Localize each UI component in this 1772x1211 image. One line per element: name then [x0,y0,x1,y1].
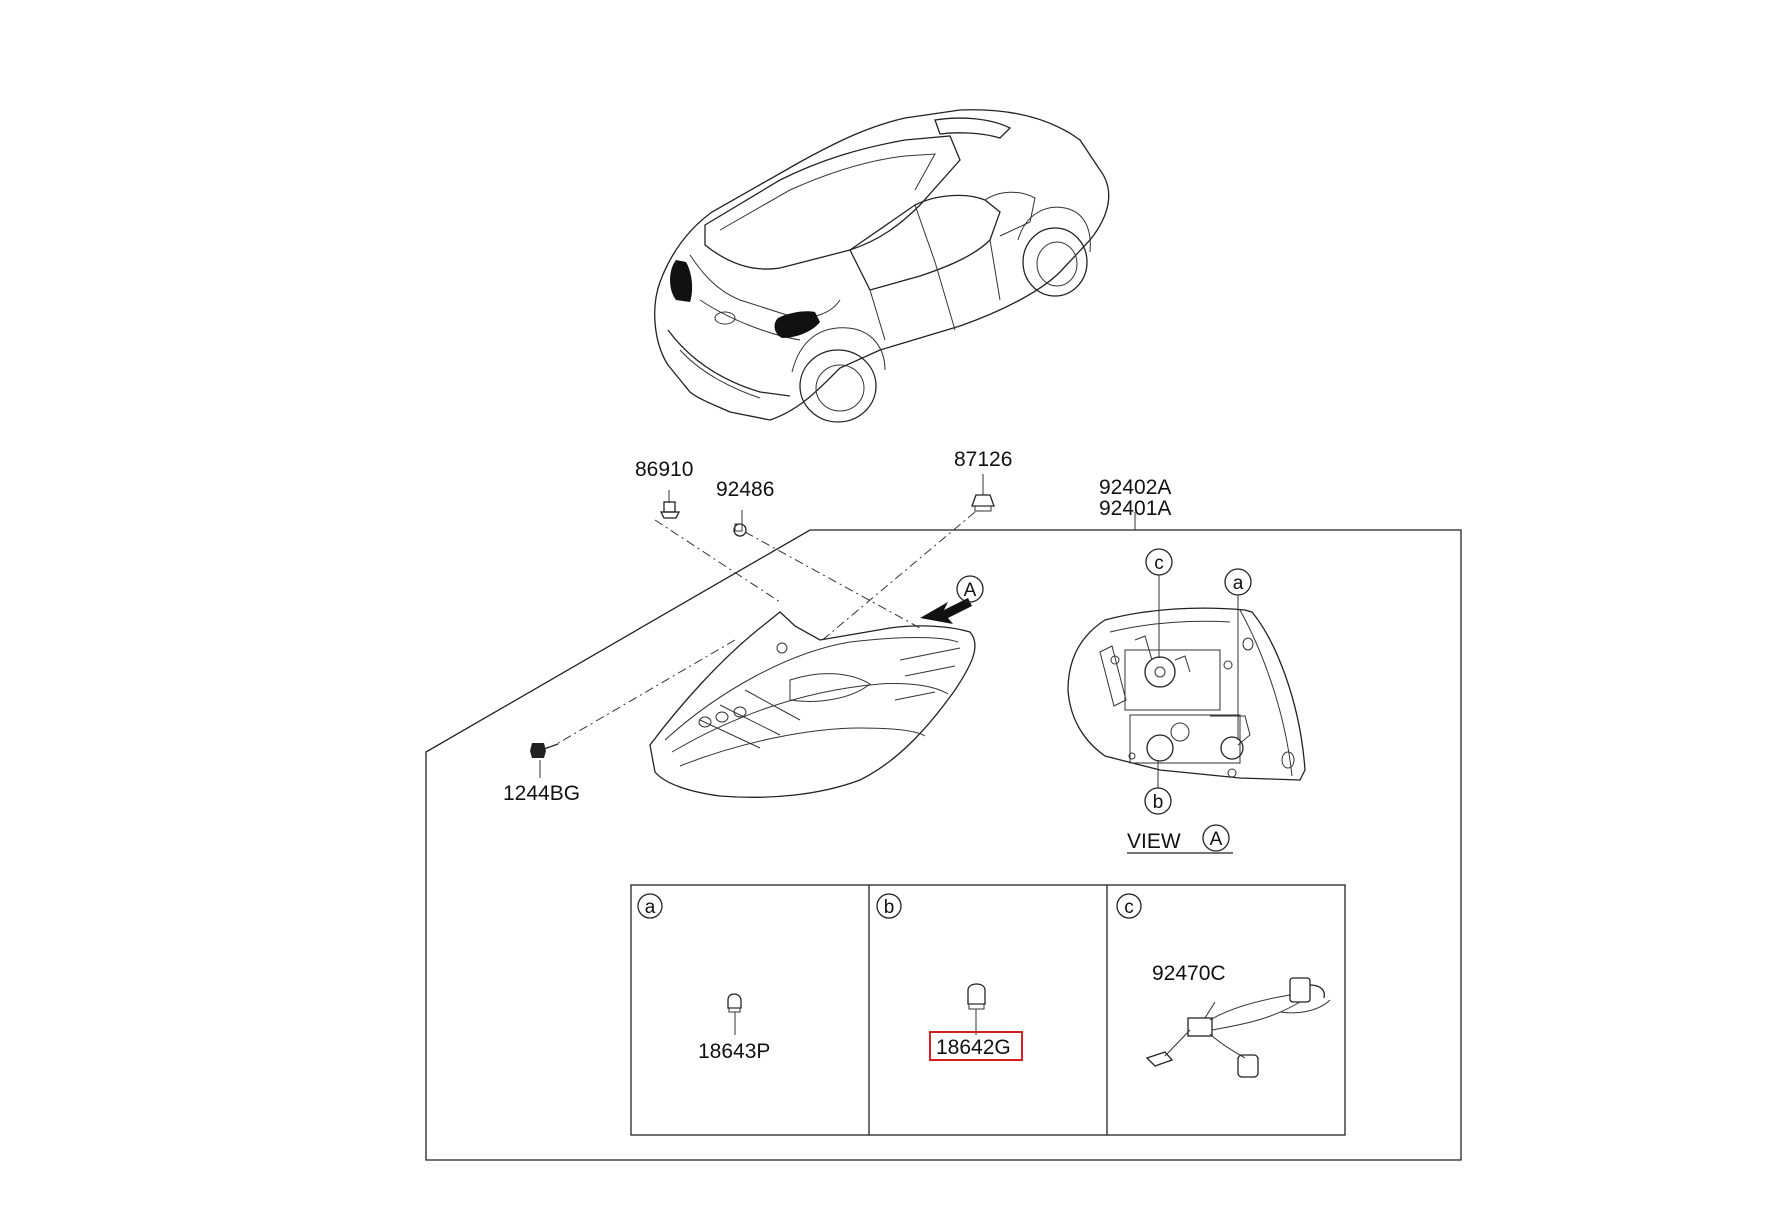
fastener-92486-icon [733,523,747,537]
assembly-frame [425,529,1462,1161]
part-number-86910: 86910 [635,458,693,481]
bulb-18642g-icon [967,983,986,1010]
panel-b-label: b [884,897,895,918]
left-tail-lamp-marker [670,260,693,302]
part-number-87126: 87126 [954,448,1012,471]
part-number-92470c: 92470C [1152,962,1226,985]
highlight-box-18642g [929,1031,1023,1061]
panel-c-label: c [1124,897,1134,918]
bulb-18643p-icon [727,993,742,1013]
detail-panel-group [630,884,1346,1136]
screw-1244bg-icon [530,743,559,758]
part-number-1244bg: 1244BG [503,782,580,805]
view-callout-b: b [1153,792,1164,813]
panel-a-label: a [645,897,656,918]
fastener-86910-icon [659,501,681,519]
view-callout-c: c [1154,553,1164,574]
wiring-harness-92470c-icon [1145,977,1331,1078]
leader-lines [539,474,1136,778]
view-a-illustration [1067,607,1306,781]
part-number-92486: 92486 [716,478,774,501]
view-direction-arrow-icon [920,598,972,624]
part-number-92401a: 92401A [1099,497,1171,520]
right-tail-lamp-marker [774,311,820,338]
view-marker-letter: A [964,580,977,601]
vehicle-illustration [654,109,1110,423]
fastener-87126-icon [971,494,995,512]
view-label-letter: A [1210,829,1223,850]
view-callout-a: a [1233,573,1244,594]
part-number-92402a: 92402A [1099,476,1171,499]
part-number-18643p: 18643P [698,1040,770,1063]
tail-lamp-assembly [649,611,976,798]
part-number-18642g: 18642G [936,1036,1011,1059]
view-label-word: VIEW [1127,830,1181,853]
